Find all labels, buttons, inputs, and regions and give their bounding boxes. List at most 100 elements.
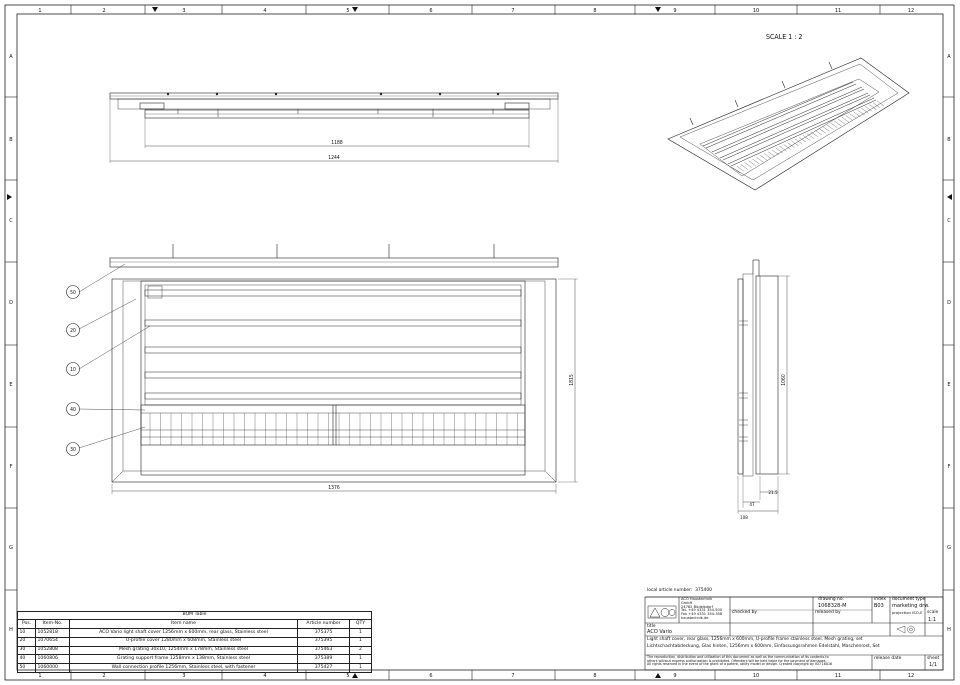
- iso-grate-bar: [752, 158, 760, 165]
- col-marker: 5: [346, 673, 349, 679]
- row-marker: F: [948, 464, 951, 470]
- bom-cell: 375375: [297, 627, 350, 638]
- bom-cell: 30: [17, 645, 36, 656]
- bom-cell: 1060806: [35, 654, 70, 665]
- iso-grate-bar: [841, 117, 850, 123]
- col-marker: 4: [263, 8, 266, 14]
- col-marker: 10: [753, 673, 759, 679]
- col-marker: 3: [182, 8, 185, 14]
- col-marker: 8: [593, 8, 596, 14]
- bom-table: BOM Table Pos. Item-No. Item name Articl…: [17, 610, 372, 673]
- col-marker: 5: [346, 8, 349, 14]
- col-marker: 10: [753, 8, 759, 14]
- iso-grate-bar: [740, 164, 748, 170]
- iso-grate-bar: [771, 149, 780, 156]
- bom-cell: 1: [349, 663, 372, 673]
- local-article-value: 375400: [695, 588, 712, 593]
- iso-grate-bar: [783, 144, 791, 150]
- table-row: 40 1060806 Grating support frame 1258mm …: [17, 654, 372, 665]
- front-view: [66, 244, 578, 494]
- scale-label-tb: scale: [927, 610, 939, 615]
- balloon-label: 10: [70, 367, 76, 373]
- col-marker: 1: [38, 673, 41, 679]
- iso-grate-bar: [810, 131, 818, 137]
- bom-title: BOM Table: [17, 610, 372, 621]
- iso-grate-bar: [853, 111, 861, 117]
- bom-cell: 1070654: [35, 636, 70, 647]
- bom-cell: 10: [17, 627, 36, 638]
- top-view: [109, 92, 559, 163]
- iso-grate-bar: [764, 153, 772, 159]
- row-marker: A: [947, 54, 951, 60]
- row-marker: C: [947, 218, 951, 224]
- iso-grate-bar: [732, 167, 741, 174]
- iso-grate-bar: [822, 126, 830, 132]
- table-row: 50 1060000 Wall connection profile 1256m…: [17, 663, 372, 673]
- dim-47: 47: [749, 502, 755, 508]
- scale-label: SCALE 1 : 2: [766, 33, 802, 41]
- col-marker: 9: [673, 673, 676, 679]
- balloon-label: 20: [70, 328, 76, 334]
- row-marker: G: [9, 545, 13, 551]
- iso-grate-bar: [787, 142, 795, 148]
- row-marker: E: [9, 382, 12, 388]
- table-row: 30 1052808 Mesh grating 30x10, 1254mm x …: [17, 645, 372, 656]
- col-marker: 3: [182, 673, 185, 679]
- bom-header: Item-No.: [35, 619, 70, 629]
- checked-label: checked by: [732, 610, 757, 615]
- bom-cell: 1: [349, 636, 372, 647]
- col-marker: 4: [263, 673, 266, 679]
- index-value: B03: [874, 603, 884, 609]
- col-marker: 2: [102, 673, 105, 679]
- iso-grate-bar: [775, 147, 783, 154]
- dim-108: 108: [740, 515, 748, 521]
- iso-grate-bar: [837, 118, 846, 125]
- dim-1244: 1244: [328, 155, 340, 161]
- bom-cell: 375463: [297, 645, 350, 656]
- bom-header: Item name: [69, 619, 298, 629]
- row-marker: H: [947, 627, 951, 633]
- doctype-label: document type: [892, 597, 926, 602]
- iso-grate-bar: [756, 157, 764, 163]
- row-marker: B: [9, 137, 13, 143]
- iso-grate-bar: [830, 122, 838, 128]
- iso-grate-bar: [736, 166, 744, 172]
- iso-grate-bar: [845, 115, 853, 121]
- row-marker: F: [10, 464, 13, 470]
- side-view: [737, 259, 790, 514]
- sheet-value: 1/1: [929, 662, 938, 668]
- iso-grate-bar: [861, 108, 869, 114]
- iso-grate-bar: [795, 138, 803, 145]
- row-marker: E: [947, 382, 950, 388]
- bom-cell: 50: [17, 663, 36, 673]
- iso-grate-bar: [818, 128, 826, 134]
- bom-cell: 1060000: [35, 663, 70, 673]
- row-marker: A: [9, 54, 13, 60]
- sheet-label: sheet: [927, 656, 940, 661]
- iso-grate-bar: [806, 133, 815, 139]
- col-marker: 11: [835, 8, 841, 14]
- row-marker: H: [9, 627, 13, 633]
- bom-cell: 1: [349, 654, 372, 665]
- bom-header: QTY: [349, 619, 372, 629]
- iso-grate-bar: [849, 113, 857, 119]
- bom-cell: U-profile cover 1280mm x 608mm, Stainles…: [69, 636, 298, 647]
- center-mark-top: [152, 7, 158, 12]
- bom-cell: 20: [17, 636, 36, 647]
- drawing-no-value: 1068328-M: [818, 603, 847, 609]
- isometric-view: [667, 57, 910, 191]
- index-label: index: [874, 597, 887, 602]
- title-line-2: Light shaft cover, rear glass, 1256mm x …: [647, 637, 863, 642]
- bom-cell: ACO Vario light shaft cover 1256mm x 600…: [69, 627, 298, 638]
- col-marker: 7: [511, 673, 514, 679]
- iso-grate-bar: [869, 104, 877, 110]
- col-marker: 12: [908, 673, 914, 679]
- row-marker: C: [9, 218, 13, 224]
- col-marker: 9: [673, 8, 676, 14]
- col-marker: 2: [102, 8, 105, 14]
- balloon-label: 50: [70, 290, 76, 296]
- bom-cell: Mesh grating 30x10, 1254mm x 178mm, Stai…: [69, 645, 298, 656]
- col-marker: 11: [835, 673, 841, 679]
- released-label: released by: [815, 610, 841, 615]
- bom-cell: 375395: [297, 636, 350, 647]
